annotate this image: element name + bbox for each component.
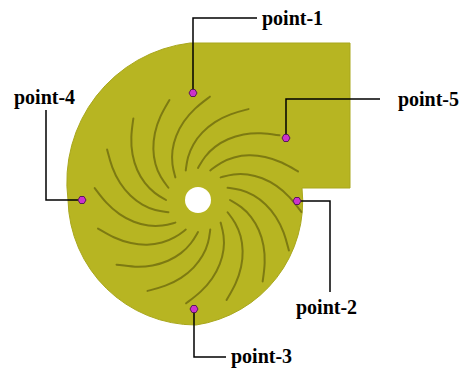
point-label: point-1 [262, 7, 323, 29]
point-marker [293, 198, 301, 205]
point-marker [282, 135, 290, 142]
leader-line [301, 201, 330, 292]
point-label: point-2 [296, 296, 357, 318]
impeller-blade [95, 188, 176, 226]
impeller-blade [186, 223, 224, 304]
leader-line [194, 313, 226, 357]
impeller-blade [131, 119, 166, 200]
volute-casing [67, 43, 350, 325]
measurement-points [78, 90, 301, 313]
impeller-blade [228, 188, 289, 251]
impeller-blades [95, 97, 302, 304]
impeller-blade [221, 174, 302, 212]
leader-line [286, 99, 380, 134]
impeller-blade [153, 100, 169, 188]
point-marker [190, 306, 198, 313]
leader-line [193, 18, 257, 89]
impeller-blade [230, 200, 265, 281]
impeller-blade [117, 232, 198, 267]
point-label: point-3 [231, 345, 292, 367]
leader-lines [46, 18, 380, 357]
point-label: point-4 [14, 86, 75, 108]
impeller-blade [98, 229, 186, 245]
point-label: point-5 [398, 88, 459, 110]
impeller-blade [172, 97, 210, 178]
impeller-blade [198, 133, 279, 168]
point-marker [78, 197, 86, 204]
point-marker [189, 90, 197, 97]
leader-line [46, 110, 78, 200]
impeller-blade [186, 109, 249, 170]
shaft-hole [185, 187, 211, 213]
impeller-blade [147, 230, 210, 291]
impeller-blade [227, 212, 243, 300]
impeller-blade [107, 149, 168, 212]
impeller-blade [210, 155, 298, 171]
